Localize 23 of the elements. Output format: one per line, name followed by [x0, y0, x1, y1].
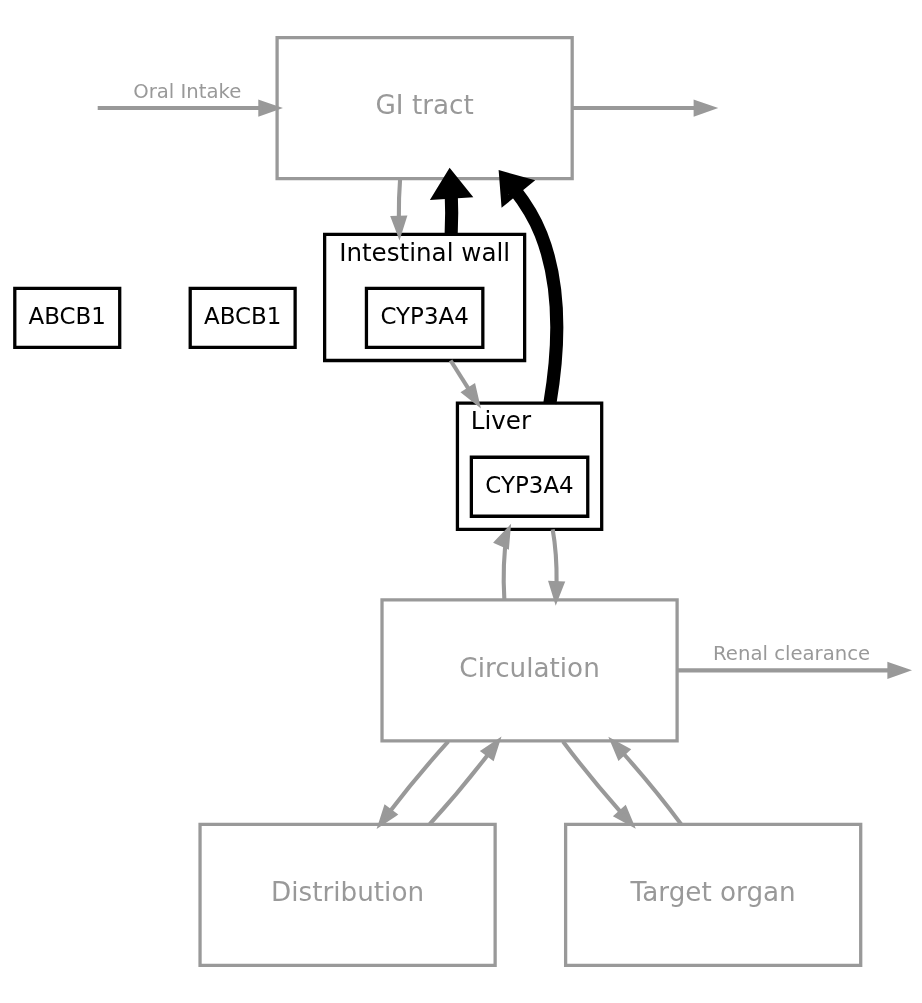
- edge-label: Oral Intake: [133, 79, 242, 103]
- node-box: Distribution: [198, 822, 497, 968]
- arrow: [493, 523, 512, 600]
- arrow: [677, 661, 912, 679]
- node-box: Target organ: [564, 822, 863, 968]
- node-box: CYP3A4: [469, 455, 590, 518]
- edge-label: Renal clearance: [713, 641, 871, 665]
- node-box: Circulation: [380, 598, 679, 743]
- node-box: GI tract: [275, 35, 574, 181]
- arrow: [376, 740, 450, 830]
- arrow: [97, 99, 283, 117]
- arrow: [428, 736, 502, 826]
- arrow: [448, 359, 481, 409]
- node-box: CYP3A4: [364, 286, 485, 350]
- arrow: [498, 170, 564, 405]
- arrow: [429, 167, 474, 235]
- node-box: ABCB1: [188, 286, 297, 350]
- arrow: [561, 740, 636, 829]
- arrow: [608, 736, 683, 826]
- arrow: [548, 529, 566, 606]
- arrow: [572, 99, 719, 117]
- node-box: ABCB1: [13, 286, 122, 350]
- arrow: [390, 178, 408, 241]
